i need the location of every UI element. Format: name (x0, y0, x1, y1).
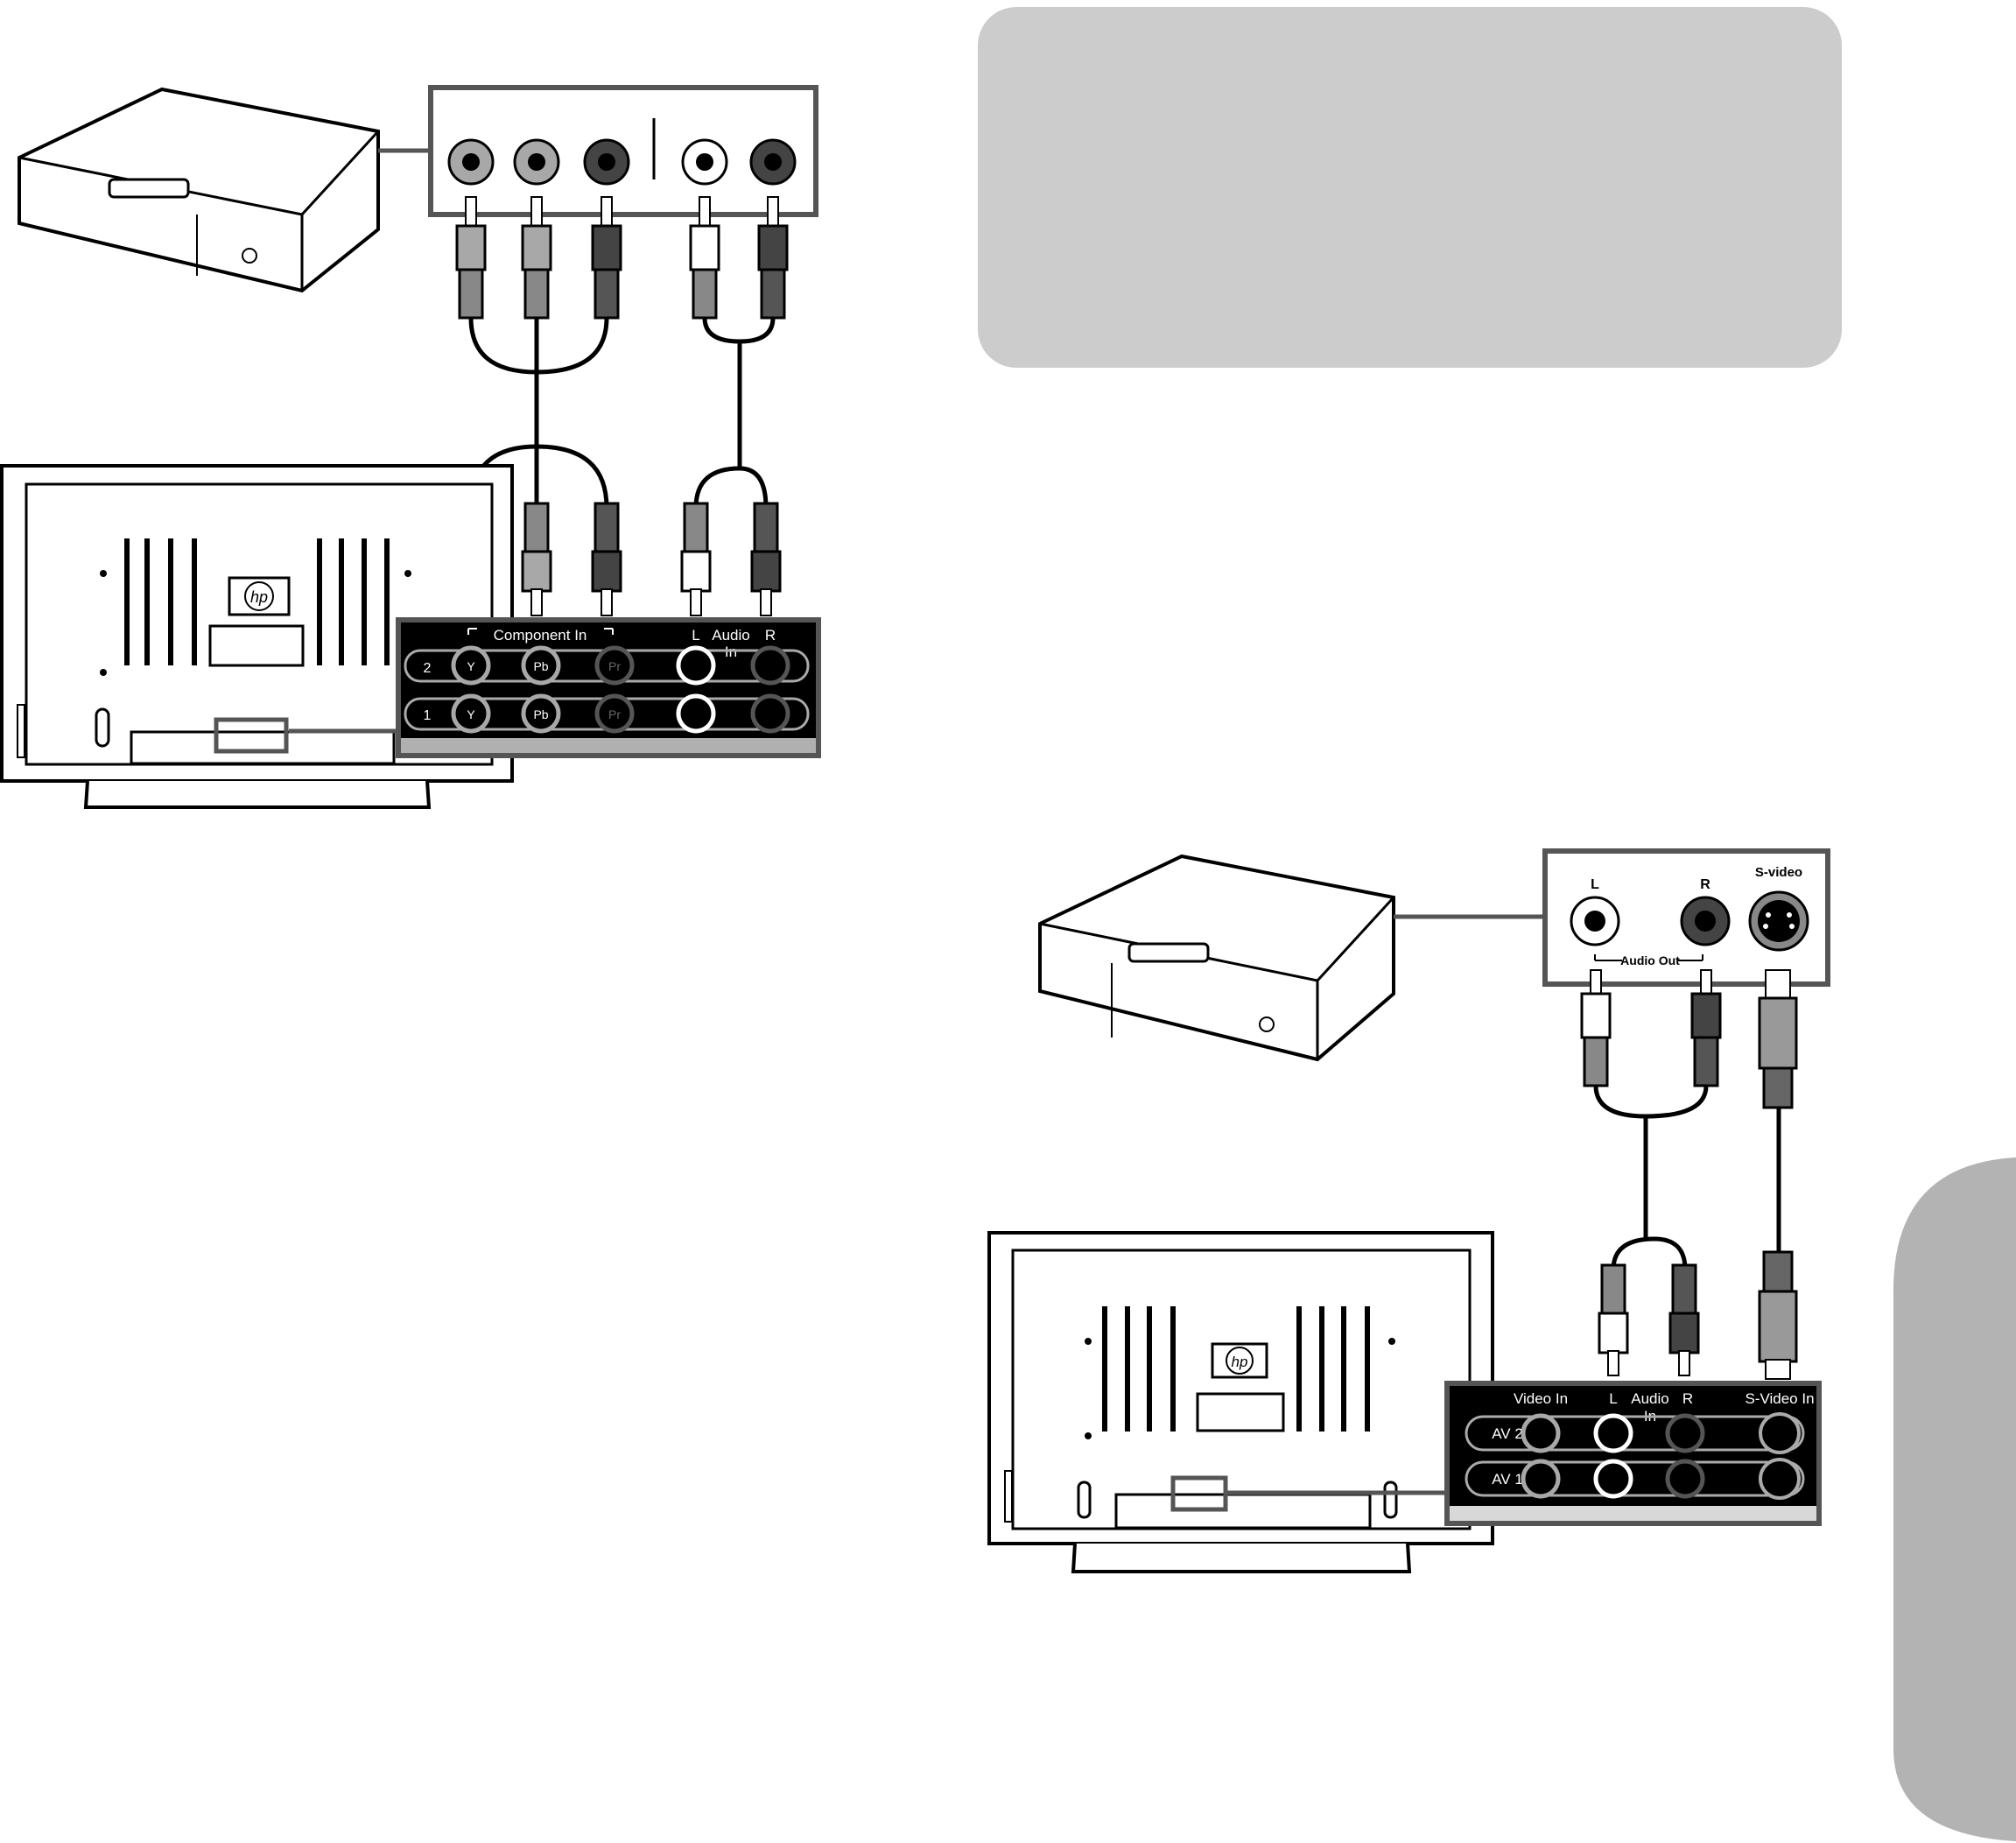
top-set-top-box (18, 87, 380, 293)
source-jack-pb (513, 138, 560, 186)
bottom-audio-r-label: R (1682, 1390, 1693, 1407)
hp-logo: hp (228, 576, 291, 616)
bottom-audio-l-label: L (1609, 1390, 1617, 1407)
source-jack-audio-r (749, 138, 797, 186)
svg-text:Pr: Pr (608, 659, 621, 673)
plug-pb-lower (521, 502, 552, 616)
svg-text:hp: hp (1232, 1354, 1248, 1370)
plug-svideo-upper (1758, 969, 1798, 1109)
top-tv-input-panel: Component In L Audio In R 2 Y Pb Pr 1 Y … (396, 617, 821, 758)
top-source-jack-panel (428, 85, 818, 217)
video-in-label: Video In (1514, 1390, 1568, 1407)
source-jack-y (447, 138, 495, 186)
bottom-cables (1593, 1085, 1781, 1270)
svg-text:Pb: Pb (533, 707, 548, 721)
plug-r-upper-b (1690, 969, 1722, 1087)
svg-text:hp: hp (250, 588, 268, 606)
row-av1-label: AV 1 (1492, 1471, 1523, 1488)
audio-label: Audio (712, 627, 749, 644)
bottom-source-jack-panel: L R S-video Audio Out (1542, 848, 1830, 987)
bottom-tv-input-panel: Video In L Audio In R S-Video In AV 2 AV… (1444, 1381, 1822, 1526)
audio-l-label: L (692, 627, 699, 644)
top-upper-plugs (455, 196, 789, 320)
row-av2-label: AV 2 (1492, 1425, 1523, 1442)
svg-text:Pb: Pb (533, 659, 548, 673)
plug-l-upper (689, 196, 720, 320)
bottom-upper-plugs (1580, 969, 1798, 1109)
plug-l-lower-b (1598, 1263, 1629, 1376)
row-2-label: 2 (424, 661, 432, 676)
plug-r-lower-b (1668, 1263, 1700, 1376)
side-tab (1893, 1157, 2016, 1841)
bottom-audio-label: Audio (1631, 1390, 1668, 1407)
plug-pr-lower (591, 502, 622, 616)
plug-y-upper (455, 196, 487, 320)
audio-out-label: Audio Out (1620, 953, 1680, 967)
source-jack-pr (583, 138, 630, 186)
plug-l-lower (680, 502, 712, 616)
gray-info-panel (978, 7, 1842, 368)
row-1-label: 1 (424, 708, 432, 723)
top-cables (468, 317, 776, 509)
component-in-label: Component In (494, 627, 587, 644)
bottom-tv-back: hp (987, 1231, 1494, 1573)
bottom-set-top-box (1038, 854, 1395, 1062)
source-l-label: L (1591, 877, 1599, 892)
audio-r-label: R (765, 627, 776, 644)
svg-text:Y: Y (467, 707, 475, 721)
svideo-in-label: S-Video In (1745, 1390, 1814, 1407)
source-jack-audio-l (681, 138, 728, 186)
plug-svideo-lower (1758, 1250, 1798, 1380)
plug-l-upper-b (1580, 969, 1612, 1087)
bottom-lower-plugs (1598, 1250, 1798, 1380)
svg-text:Pr: Pr (608, 707, 621, 721)
hp-logo-bottom: hp (1211, 1342, 1268, 1379)
plug-pb-upper (521, 196, 552, 320)
svg-text:Y: Y (467, 659, 475, 673)
plug-r-lower (750, 502, 782, 616)
plug-pr-upper (591, 196, 622, 320)
source-r-label: R (1700, 877, 1710, 892)
source-svideo-label: S-video (1755, 865, 1802, 880)
